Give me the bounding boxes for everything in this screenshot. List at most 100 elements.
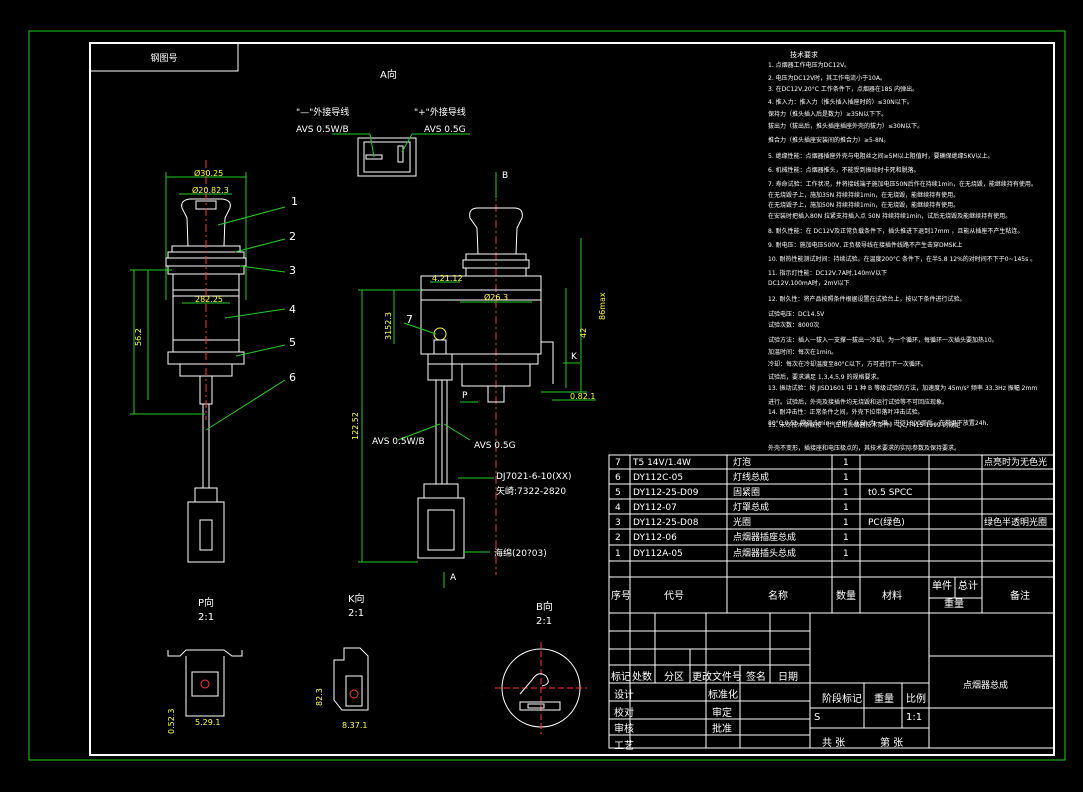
bom-header-no: 序号: [611, 591, 631, 602]
bom-cell-material: PC(绿色): [868, 518, 905, 528]
note-line: 11. 指示灯性能：DC12V,7A时,140mV以下: [768, 270, 888, 277]
callout-leaders: [205, 206, 286, 431]
dim-k2: 8.37.1: [342, 721, 367, 730]
dim-d5: 4.21.12: [432, 274, 463, 283]
note-line: 5. 绝缘性能：点烟器插座外壳与电阻丝之间≥5M以上阻值时，要确保绝缘5KV以上…: [768, 153, 994, 160]
tb-audit: 审核: [614, 724, 634, 735]
p-arrow: P: [462, 391, 468, 401]
bom-cell-name: 固紧圈: [733, 488, 761, 498]
bom-header-remark: 备注: [1010, 591, 1030, 602]
callout-7: 7: [406, 313, 413, 326]
note-line: 拔出力（拔出后，推头插座插座外壳的拔力）≤30N以下。: [768, 123, 924, 130]
bom-cell-code: DY112A-05: [633, 549, 683, 559]
bom-header-material: 材料: [882, 591, 902, 602]
dim-d2: Ø20.82.3: [192, 185, 229, 195]
note-line: 冷却：每次在冷却温度至80°C以下，方可进行下一次循环。: [768, 361, 927, 368]
view-b-label: B: [502, 171, 508, 181]
note-line: 试验后，要求满足 1,3,4,5,9 的规格要求。: [768, 374, 883, 381]
detail-view-b: [495, 642, 587, 734]
bom-cell-no: 1: [615, 549, 621, 559]
dim-d9: 42: [579, 328, 588, 338]
detail-view-p: [167, 649, 243, 717]
note-line: 7. 寿命试验：工作状况，并将接线端子施加电压50N后作在持续1min，在无烧毁…: [768, 181, 1037, 188]
note-line: 推合力（推头插座安装间的推合力）≥5-8N。: [768, 137, 890, 144]
note-line: 试验次数：8000次: [768, 322, 820, 329]
rev-header-date: 日期: [778, 672, 798, 683]
dim-p1: 0.52.3: [167, 709, 176, 734]
note-line: 10. 耐热性能测试时间：持续试验。在温度200°C 条件下，在半5.8 12%…: [768, 256, 1037, 263]
connector1-label: DJ7021-6-10(XX): [496, 472, 572, 482]
dim-k1: 82.3: [315, 688, 324, 706]
dim-d10: 0.82.1: [570, 392, 595, 401]
bom-cell-code: DY112-07: [633, 503, 677, 513]
callout-3: 3: [289, 264, 296, 277]
neg-wire-spec: AVS 0.5W/B: [296, 125, 349, 135]
callout-5: 5: [289, 336, 296, 349]
wire2-label: AVS 0.5G: [474, 441, 516, 451]
note-line: 试验电压：DC14.5V: [768, 311, 825, 318]
bom-cell-no: 2: [615, 533, 621, 543]
note-line: 80°C,0.5h-常温,5min-- -30°C,0.5h 为一周，进行100…: [768, 420, 989, 427]
detail-view-k: [333, 647, 369, 711]
bom-cell-remark: 点亮时为无色光: [984, 458, 1048, 468]
tb-design: 设计: [614, 690, 634, 701]
tb-sheet-no: 第 张: [880, 738, 904, 749]
connector2-label: 矢崎:7322-2820: [496, 485, 566, 497]
bom-cell-name: 点烟器插头总成: [733, 549, 797, 559]
notes-title: 技术要求: [790, 51, 818, 59]
bom-header-unit: 单件: [932, 581, 952, 592]
dim-d11: 122.52: [351, 412, 360, 440]
note-line: 12. 耐久性：将产品按照条件根据设置在试验台上，按以下条件进行试验。: [768, 296, 966, 303]
note-line: 3. 在DC12V,20°C 工作条件下，点烟器在18S 内弹出。: [768, 86, 919, 93]
view-k-scale: 2:1: [348, 608, 364, 619]
rev-header-zone: 分区: [664, 672, 684, 683]
rev-header-sign: 签名: [746, 672, 766, 683]
note-line: 加温时间：每次在1min。: [768, 349, 838, 356]
neg-wire-label: "—"外接导线: [296, 106, 349, 118]
dim-d8: 86max: [598, 292, 607, 320]
bom-cell-no: 7: [615, 458, 621, 468]
outer-border: [28, 30, 1066, 761]
bom-cell-code: DY112-25-D09: [633, 488, 699, 498]
bom-cell-name: 光圈: [733, 518, 752, 528]
bom-header-total: 总计: [958, 581, 978, 592]
bom-cell-material: t0.5 SPCC: [868, 488, 913, 498]
bom-cell-qty: 1: [843, 518, 849, 528]
tape-label: 海绵(20?03): [494, 547, 547, 559]
bom-cell-name: 灯罩总成: [733, 503, 770, 513]
bom-cell-no: 5: [615, 488, 621, 498]
note-line: 进行。试验后，外壳及接插件均无烧毁和运行试验等不可回应现象。: [768, 399, 949, 406]
bom-cell-qty: 1: [843, 549, 849, 559]
bom-cell-code: DY112-06: [633, 533, 677, 543]
corner-tag: 钢图号: [150, 52, 177, 64]
tb-process: 工艺: [614, 741, 634, 752]
wire1-label: AVS 0.5W/B: [372, 437, 425, 447]
bom-cell-no: 3: [615, 518, 621, 528]
tb-stage: 阶段标记: [822, 694, 862, 705]
note-line: 在安装时把插入80N 拉紧支持插入点 50N 持续持续1min，试后无烧毁及能继…: [768, 213, 1012, 220]
note-line: 1. 点烟器工作电压为DC12V。: [768, 62, 851, 69]
tb-standard: 标准化: [708, 690, 738, 701]
dim-d3: 282.25: [195, 295, 223, 304]
dim-d6: Ø26.3: [484, 292, 508, 302]
dim-d1: Ø30.25: [194, 168, 223, 178]
bom-table-grid: [608, 454, 1055, 749]
bom-cell-qty: 1: [843, 458, 849, 468]
bom-cell-name: 灯线总成: [733, 473, 770, 483]
bom-cell-qty: 1: [843, 488, 849, 498]
view-bb-scale: 2:1: [536, 616, 552, 627]
note-line: 外壳不变形，插接座和电压极点的，其技术要求的实际参数及保持要求。: [768, 445, 961, 452]
bom-cell-code: DY112C-05: [633, 473, 684, 483]
bom-cell-name: 灯泡: [733, 458, 752, 468]
bom-cell-qty: 1: [843, 533, 849, 543]
k-arrow: K: [571, 352, 578, 362]
view-p-scale: 2:1: [198, 612, 214, 623]
note-line: 保持力（推头插入后是数力）≥35N以下下。: [768, 111, 888, 118]
bom-header-qty: 数量: [836, 591, 856, 602]
bom-cell-code: DY112-25-D08: [633, 518, 699, 528]
note-line: 试验方法：插入一拔入一支撑一拔出一冷却。为一个循环，每循环一次插头要加热10。: [768, 337, 998, 344]
inner-frame: [89, 42, 1055, 756]
bom-cell-qty: 1: [843, 503, 849, 513]
